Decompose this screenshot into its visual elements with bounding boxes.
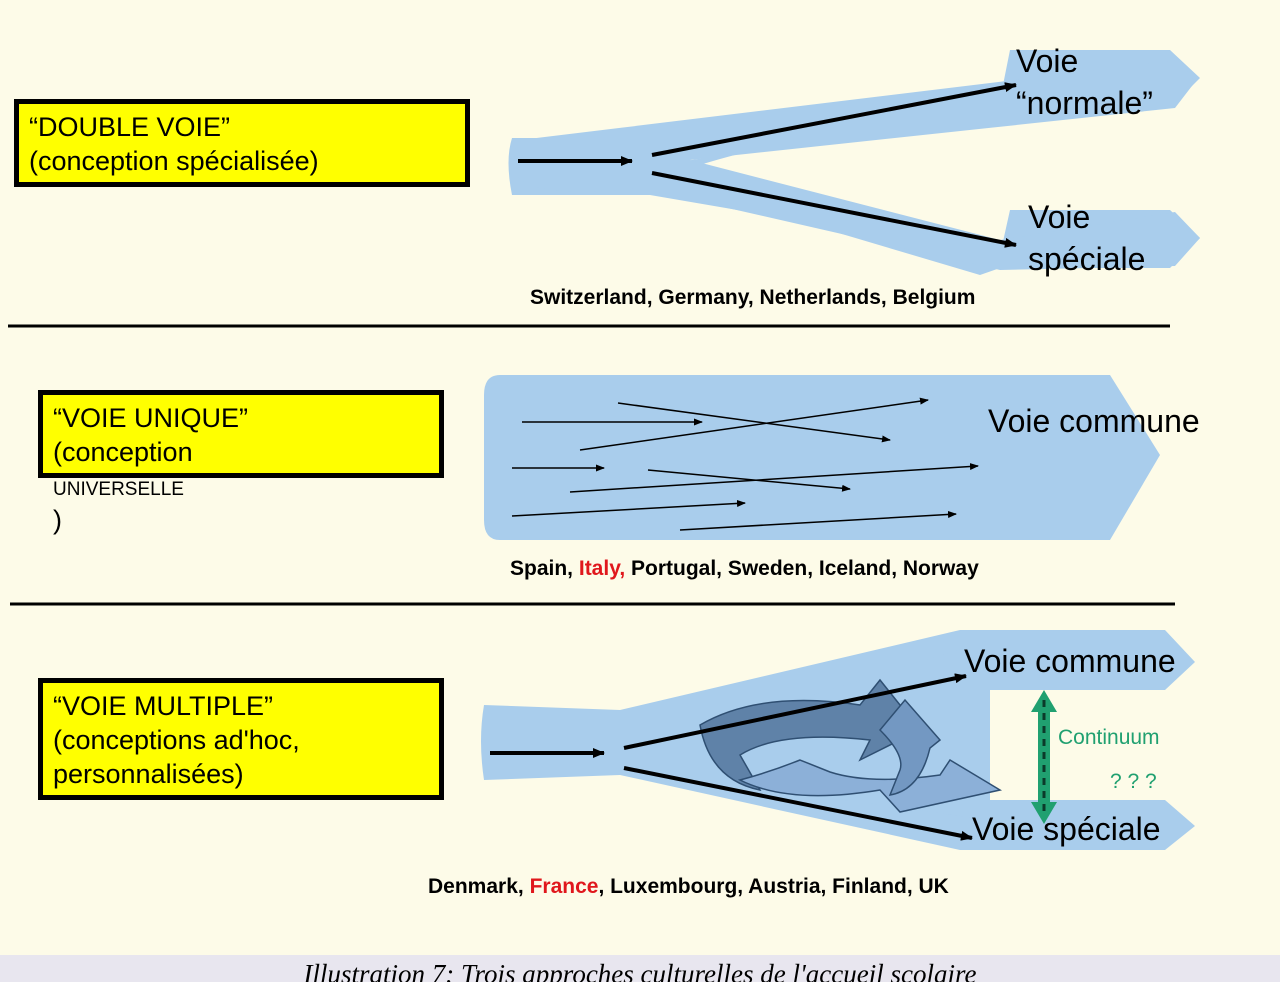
continuum-label: Continuum — [1058, 726, 1160, 749]
voie-unique-shape — [484, 375, 1160, 540]
label-voie-multiple-subtitle-1: (conceptions ad'hoc, — [53, 725, 300, 755]
continuum-double-arrow — [1031, 690, 1057, 824]
lane-commune-label: Voie commune — [988, 403, 1200, 439]
countries-voie-unique: Spain, Italy, Portugal, Sweden, Iceland,… — [510, 557, 979, 580]
countries-double-voie: Switzerland, Germany, Netherlands, Belgi… — [530, 286, 976, 309]
arrow-speciale-3 — [623, 766, 973, 841]
lane-commune-3-label: Voie commune — [964, 643, 1176, 679]
double-voie-shape — [508, 50, 1200, 275]
arrow-commune-3 — [623, 673, 967, 750]
countries-voie-multiple: Denmark, France, Luxembourg, Austria, Fi… — [428, 875, 949, 898]
label-double-voie-title: “DOUBLE VOIE” — [29, 112, 231, 142]
label-double-voie: “DOUBLE VOIE” (conception spécialisée) — [14, 99, 470, 187]
question-marks: ? ? ? — [1110, 770, 1157, 793]
label-voie-multiple-title: “VOIE MULTIPLE” — [53, 691, 274, 721]
arrow-normal — [651, 82, 1017, 157]
label-voie-unique-subtitle: (conception universelle) — [53, 437, 193, 535]
label-voie-unique: “VOIE UNIQUE” (conception universelle) — [38, 390, 444, 535]
arrow-special — [651, 171, 1017, 248]
double-voie-arrows — [518, 82, 1017, 248]
figure-caption: Illustration 7: Trois approches culturel… — [0, 955, 1280, 982]
lane-speciale-3-label: Voie spéciale — [972, 811, 1161, 847]
voie-unique-arrows — [511, 397, 979, 531]
label-double-voie-subtitle: (conception spécialisée) — [29, 146, 319, 176]
lane-normal-label: Voie “normale” — [1016, 43, 1153, 121]
cycle-arrows-icon — [699, 678, 1003, 813]
label-voie-multiple-subtitle-2: personnalisées) — [53, 759, 244, 789]
lane-special-label: Voie spéciale — [1028, 199, 1146, 277]
label-voie-unique-title: “VOIE UNIQUE” — [53, 403, 249, 433]
label-voie-multiple: “VOIE MULTIPLE” (conceptions ad'hoc, per… — [38, 678, 444, 800]
diagram-canvas — [8, 50, 1200, 850]
voie-multiple-arrows — [490, 673, 1057, 841]
figure: “DOUBLE VOIE” (conception spécialisée) V… — [0, 0, 1280, 955]
